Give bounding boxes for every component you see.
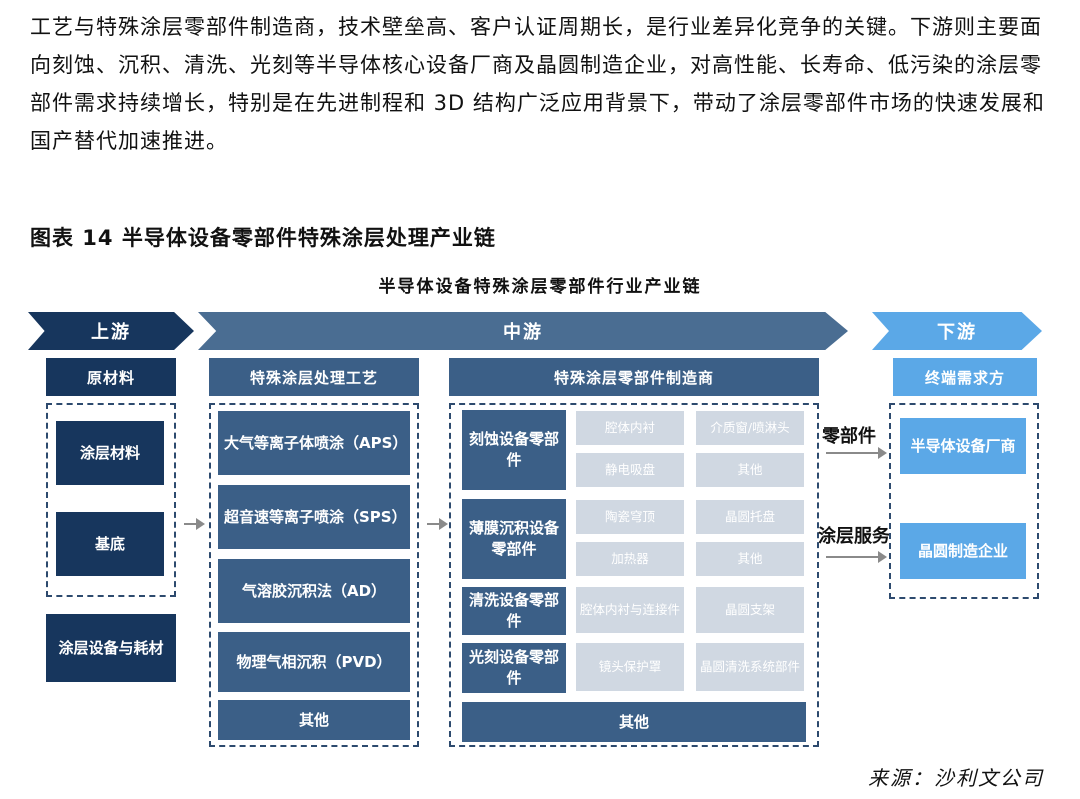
coating-equipment-consumables: 涂层设备与耗材 xyxy=(46,614,176,682)
process-pvd: 物理气相沉积（PVD） xyxy=(218,632,410,692)
litho-part-wafer-clean-system: 晶圆清洗系统部件 xyxy=(696,643,804,691)
flow-label-parts: 零部件 xyxy=(822,426,876,447)
clean-part-wafer-holder: 晶圆支架 xyxy=(696,587,804,633)
arrow-process-to-mfr xyxy=(427,518,448,530)
process-ad: 气溶胶沉积法（AD） xyxy=(218,559,410,623)
chain-title: 半导体设备特殊涂层零部件行业产业链 xyxy=(378,277,702,297)
deposition-parts-label: 薄膜沉积设备零部件 xyxy=(462,499,566,579)
upstream-group xyxy=(46,403,176,597)
arrow-to-equipment-makers xyxy=(826,447,887,459)
downstream-banner: 下游 xyxy=(872,312,1042,350)
arrow-up-to-process xyxy=(184,518,205,530)
arrow-to-wafer-fabs xyxy=(826,551,887,563)
etch-part-esc: 静电吸盘 xyxy=(576,453,684,487)
wafer-fabs: 晶圆制造企业 xyxy=(900,523,1026,579)
manufacturer-other: 其他 xyxy=(462,702,806,742)
manufacturer-header: 特殊涂层零部件制造商 xyxy=(449,358,819,396)
manufacturer-group xyxy=(449,403,819,747)
downstream-group xyxy=(889,403,1039,599)
etch-part-chamber-liner: 腔体内衬 xyxy=(576,411,684,445)
cleaning-parts-label: 清洗设备零部件 xyxy=(462,587,566,635)
dep-part-ceramic-dome: 陶瓷穹顶 xyxy=(576,500,684,534)
process-other: 其他 xyxy=(218,700,410,740)
dep-part-other: 其他 xyxy=(696,542,804,576)
etch-part-other: 其他 xyxy=(696,453,804,487)
litho-part-lens-cover: 镜头保护罩 xyxy=(576,643,684,691)
upstream-banner: 上游 xyxy=(28,312,194,350)
etch-parts-label: 刻蚀设备零部件 xyxy=(462,410,566,490)
dep-part-wafer-tray: 晶圆托盘 xyxy=(696,500,804,534)
downstream-header: 终端需求方 xyxy=(893,358,1037,396)
figure-title: 图表 14 半导体设备零部件特殊涂层处理产业链 xyxy=(30,226,496,250)
litho-parts-label: 光刻设备零部件 xyxy=(462,643,566,693)
source-note: 来源：沙利文公司 xyxy=(868,766,1044,790)
upstream-header: 原材料 xyxy=(46,358,176,396)
raw-material-substrate: 基底 xyxy=(56,512,164,576)
intro-paragraph: 工艺与特殊涂层零部件制造商，技术壁垒高、客户认证周期长，是行业差异化竞争的关键。… xyxy=(30,15,1045,153)
equipment-makers: 半导体设备厂商 xyxy=(900,418,1026,474)
clean-part-liner-connector: 腔体内衬与连接件 xyxy=(576,587,684,633)
etch-part-dielectric-window: 介质窗/喷淋头 xyxy=(696,411,804,445)
midstream-banner: 中游 xyxy=(198,312,848,350)
process-aps: 大气等离子体喷涂（APS） xyxy=(218,411,410,475)
process-header: 特殊涂层处理工艺 xyxy=(209,358,419,396)
flow-label-coating-service: 涂层服务 xyxy=(818,526,890,547)
process-sps: 超音速等离子喷涂（SPS） xyxy=(218,485,410,549)
dep-part-heater: 加热器 xyxy=(576,542,684,576)
process-group xyxy=(209,403,419,747)
raw-material-coating: 涂层材料 xyxy=(56,421,164,485)
